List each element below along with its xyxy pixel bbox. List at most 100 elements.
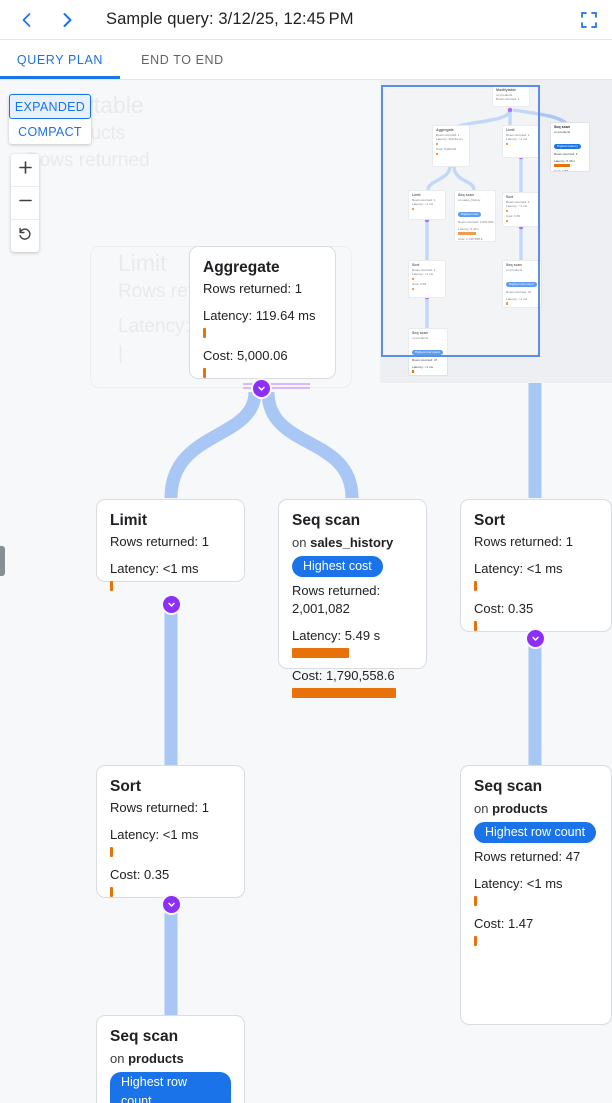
plan-node-aggregate[interactable]: Aggregate Rows returned: 1 Latency: 119.… <box>189 246 336 379</box>
minimap-node-latency-bar <box>554 164 570 167</box>
node-relation-name: sales_history <box>310 535 394 550</box>
side-drawer-handle[interactable] <box>0 546 5 576</box>
minimap[interactable]: Modifytable on products Rows returned: 1… <box>380 80 612 383</box>
minimap-node-latency: Latency: <1 ms <box>412 272 434 277</box>
minimap-node-rows: Rows returned: 2,001,082 <box>458 220 494 225</box>
query-plan-canvas[interactable]: Modifytable on products Rows returned Li… <box>0 80 612 1103</box>
tab-end-to-end[interactable]: END TO END <box>120 40 245 79</box>
minimap-node-cost: Cost: 0.35 <box>506 214 521 219</box>
minimap-node-rows: Rows returned: 1 <box>412 198 436 202</box>
chevron-right-icon <box>57 10 77 30</box>
minimap-node: Seq scan on products Highest row count R… <box>408 328 448 376</box>
minimap-node-latency-bar <box>412 277 414 281</box>
node-on-label: on <box>474 801 489 816</box>
minimap-node-cost: Cost: 1,790,558.6 <box>458 236 483 241</box>
zoom-reset-button[interactable] <box>11 219 39 252</box>
node-title: Seq scan <box>110 1028 179 1045</box>
node-title: Limit <box>110 512 148 529</box>
minimap-node-cost: Cost: 1.47 <box>412 375 444 376</box>
node-cost-bar <box>474 936 477 946</box>
minimap-node-title: Seq scan <box>412 331 428 335</box>
minimap-node-latency-bar <box>506 302 508 305</box>
minimap-node: Limit Rows returned: 1 Latency: <1 ms <box>408 190 446 220</box>
minimap-node-latency-bar <box>412 370 414 373</box>
node-latency-bar <box>474 896 477 906</box>
node-rows-returned: Rows returned: 47 <box>474 849 581 864</box>
node-title: Sort <box>474 512 505 529</box>
minimap-node-cost-bar <box>506 219 508 222</box>
minimap-node: Sort Rows returned: 1 Latency: <1 ms Cos… <box>408 260 446 298</box>
zoom-out-button[interactable] <box>11 186 39 219</box>
minimap-node-title: Seq scan <box>458 193 474 197</box>
minimap-node: Sort Rows returned: 1 Latency: <1 ms Cos… <box>502 192 540 227</box>
minimap-node-rows: Rows returned: 47 <box>506 290 532 295</box>
view-mode-expanded-label: EXPANDED <box>14 99 86 114</box>
node-on-label: on <box>292 535 307 550</box>
node-cost: Cost: 5,000.06 <box>203 348 288 363</box>
collapse-toggle-sort-right[interactable] <box>527 630 544 647</box>
node-title: Seq scan <box>292 512 361 529</box>
node-cost: Cost: 1,790,558.6 <box>292 668 395 683</box>
node-rows-returned: Rows returned: 2,001,082 <box>292 583 381 616</box>
plan-node-seqscan-products-right[interactable]: Seq scan on products Highest row count R… <box>460 765 612 1025</box>
view-mode-compact-button[interactable]: COMPACT <box>9 119 91 144</box>
collapse-toggle-aggregate[interactable] <box>253 380 270 397</box>
minimap-node-latency-bar <box>458 232 476 235</box>
node-cost-bar <box>110 887 113 897</box>
node-rows-returned: Rows returned: 1 <box>110 534 209 549</box>
view-mode-expanded-button[interactable]: EXPANDED <box>9 94 91 119</box>
minimap-node-latency-bar <box>436 142 438 146</box>
plan-node-limit[interactable]: Limit Rows returned: 1 Latency: <1 ms <box>96 499 245 591</box>
node-latency: Latency: 5.49 s <box>292 628 381 643</box>
minimap-node-latency: Latency: <1 ms <box>412 202 434 207</box>
collapse-toggle-limit[interactable] <box>163 596 180 613</box>
minimap-node-relation: on sales_history <box>458 198 481 202</box>
minimap-node-relation: on products <box>554 130 571 134</box>
minimap-node-badge: Highest latency <box>554 144 582 150</box>
minimap-node-badge: Highest row count <box>412 350 443 356</box>
status-badge-highest-cost: Highest cost <box>292 556 383 577</box>
forward-button[interactable] <box>50 3 84 37</box>
tab-query-plan[interactable]: QUERY PLAN <box>0 40 120 79</box>
minimap-node: Seq scan on sales_history Highest cost R… <box>454 190 496 242</box>
minimap-node-latency: Latency: <1 ms <box>412 364 434 369</box>
node-latency-bar <box>110 581 113 591</box>
minimap-node: Limit Rows returned: 1 Latency: <1 ms <box>502 125 540 158</box>
node-rows-returned: Rows returned: 1 <box>110 800 209 815</box>
minimap-node-cost-bar <box>412 287 414 290</box>
minimap-node-latency-bar <box>506 142 508 146</box>
plan-node-sort-right[interactable]: Sort Rows returned: 1 Latency: <1 ms Cos… <box>460 499 612 632</box>
minimap-viewport-rect[interactable] <box>381 85 540 357</box>
minimap-node-latency: Latency: 119.64 ms <box>436 137 463 142</box>
minimap-node-rows: Rows returned: 47 <box>412 358 438 363</box>
minimap-node-cost: Cost: 1.47 <box>506 307 538 308</box>
reset-rotate-icon <box>17 226 33 247</box>
plan-node-sort-left[interactable]: Sort Rows returned: 1 Latency: <1 ms Cos… <box>96 765 245 898</box>
node-cost-bar <box>203 368 206 378</box>
minimap-node-rows: Rows returned: 1 <box>554 152 578 157</box>
minimap-node-latency-bar <box>506 209 508 213</box>
view-mode-toggle: EXPANDED COMPACT <box>9 94 91 144</box>
node-relation: on products <box>474 799 598 818</box>
minimap-node: Seq scan on products Highest latency Row… <box>550 122 590 172</box>
page-title: Sample query: 3/12/25, 12:45 PM <box>106 10 354 28</box>
fullscreen-button[interactable] <box>578 9 600 31</box>
minimap-node-rows: Rows returned: 1 <box>506 133 530 137</box>
minimap-node-latency: Latency: 5.49 s <box>554 158 575 163</box>
fullscreen-icon <box>578 12 600 35</box>
plan-node-seqscan-sales-history[interactable]: Seq scan on sales_history Highest cost R… <box>278 499 427 698</box>
node-cost: Cost: 1.47 <box>474 916 534 931</box>
minimap-node-badge: Highest cost <box>458 212 482 218</box>
chevron-left-icon <box>17 10 37 30</box>
zoom-in-button[interactable] <box>11 154 39 186</box>
collapse-toggle-sort-left[interactable] <box>163 896 180 913</box>
status-badge-highest-row-count: Highest row count <box>110 1072 231 1103</box>
status-badge-highest-row-count: Highest row count <box>474 822 597 843</box>
minimap-node-title: Sort <box>506 195 514 199</box>
node-rows-returned: Rows returned: 1 <box>474 534 573 549</box>
node-relation: on sales_history <box>292 533 413 552</box>
plus-icon <box>18 160 33 180</box>
node-on-label: on <box>110 1051 125 1066</box>
plan-node-seqscan-products-bottom[interactable]: Seq scan on products Highest row count R… <box>96 1015 245 1103</box>
back-button[interactable] <box>10 3 44 37</box>
